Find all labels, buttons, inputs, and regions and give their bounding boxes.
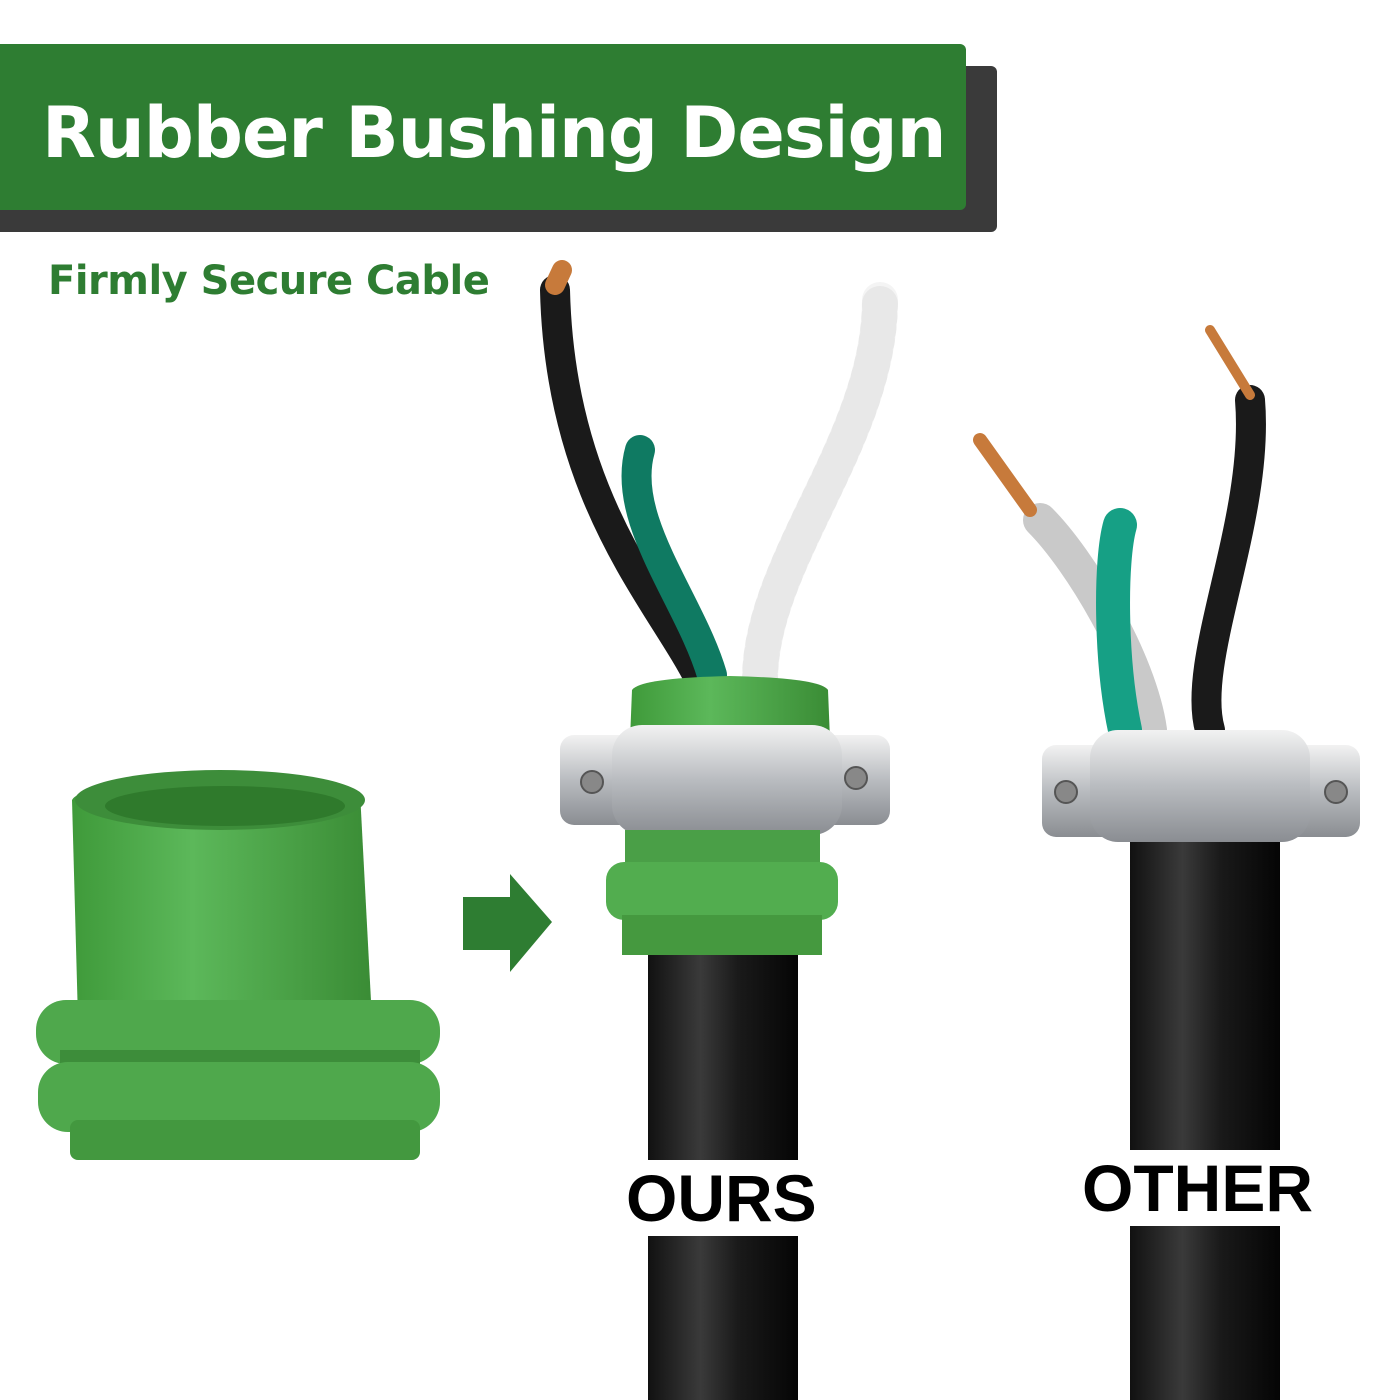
ours-cable-assembly xyxy=(540,260,898,1400)
page-subtitle: Firmly Secure Cable xyxy=(48,258,490,304)
page-title: Rubber Bushing Design xyxy=(42,92,946,174)
loose-bushing xyxy=(36,770,440,1160)
arrow-right-icon xyxy=(463,874,552,972)
other-cable-assembly xyxy=(973,325,1360,1400)
title-banner xyxy=(0,44,966,210)
other-label: OTHER xyxy=(1070,1150,1325,1226)
ours-label: OURS xyxy=(614,1160,829,1236)
